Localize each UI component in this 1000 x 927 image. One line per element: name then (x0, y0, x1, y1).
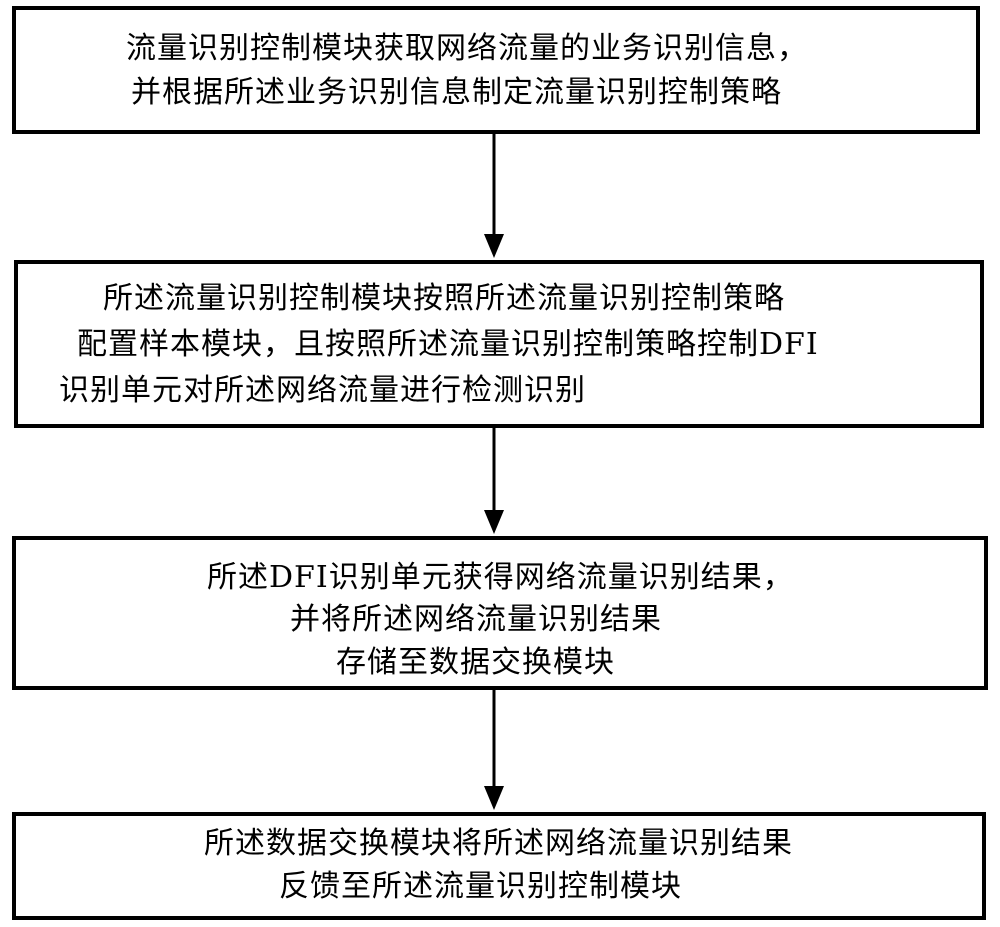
step-1-line-2: 并根据所述业务识别信息制定流量识别控制策略 (131, 75, 782, 110)
step-3-box (12, 536, 988, 690)
step-1-box (12, 6, 980, 134)
step-4-line-2: 反馈至所述流量识别控制模块 (279, 869, 682, 904)
step-3-line-1: 所述DFI识别单元获得网络流量识别结果， (207, 560, 794, 595)
arrow-1 (480, 134, 508, 260)
step-3-line-2: 并将所述网络流量识别结果 (290, 602, 662, 637)
step-4-line-1: 所述数据交换模块将所述网络流量识别结果 (204, 826, 793, 861)
step-2-line-1: 所述流量识别控制模块按照所述流量识别控制策略 (103, 281, 785, 316)
step-2-line-3: 识别单元对所述网络流量进行检测识别 (59, 373, 586, 408)
arrow-3 (480, 690, 508, 812)
step-2-line-2: 配置样本模块，且按照所述流量识别控制策略控制DFI (77, 327, 819, 362)
step-3-line-3: 存储至数据交换模块 (336, 645, 615, 680)
step-1-line-1: 流量识别控制模块获取网络流量的业务识别信息， (126, 31, 808, 66)
step-2-box (14, 260, 984, 428)
step-4-box (12, 812, 986, 920)
arrow-2 (480, 428, 508, 536)
